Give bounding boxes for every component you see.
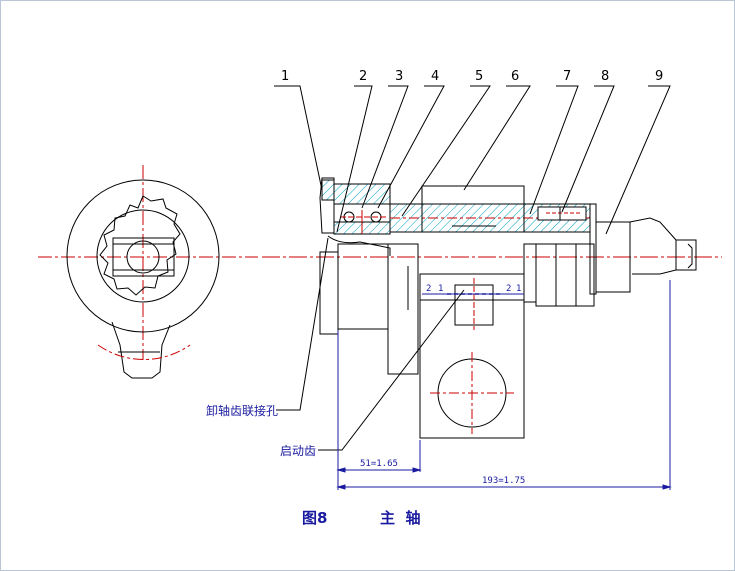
oil-passage xyxy=(327,235,391,256)
section-view xyxy=(262,177,722,439)
bearing-housing-hatch xyxy=(333,183,391,205)
leader-3 xyxy=(361,85,409,209)
leader-4 xyxy=(377,85,445,209)
dimensions xyxy=(336,280,672,490)
lower-web xyxy=(387,243,419,375)
dim-arrow-long-l xyxy=(336,484,346,490)
fit-mark-1: 2 xyxy=(426,284,431,294)
fit-marks: 2 1 2 1 xyxy=(422,284,524,295)
leader-5 xyxy=(401,85,491,217)
gear-teeth xyxy=(99,195,181,296)
part-label-8: 8 xyxy=(601,69,609,84)
bottom-lug xyxy=(111,321,171,379)
part-label-5: 5 xyxy=(475,69,483,84)
dim-arrow-short-l xyxy=(336,467,346,473)
spline-bush xyxy=(454,284,494,326)
figure-title: 主 轴 xyxy=(380,509,420,527)
leader-hole xyxy=(276,237,329,411)
dimension-long: 193=1.75 xyxy=(482,476,525,486)
outer-disk xyxy=(66,179,220,333)
leader-8 xyxy=(561,85,615,213)
part9-end xyxy=(629,217,677,275)
part-labels: 1 2 3 4 5 6 7 8 9 xyxy=(281,69,663,84)
part9-tip xyxy=(675,239,697,271)
collar-1 xyxy=(523,243,537,303)
lower-block xyxy=(419,273,525,439)
annotation-hole: 卸轴齿联接孔 xyxy=(206,403,278,418)
inner-ring xyxy=(96,209,190,303)
dimension-short: 51=1.65 xyxy=(360,459,398,469)
part6-block xyxy=(421,185,525,233)
fit-mark-2: 1 xyxy=(438,284,443,294)
part-label-7: 7 xyxy=(563,69,571,84)
part-label-3: 3 xyxy=(395,69,403,84)
shaft-circle xyxy=(126,240,160,274)
leader-9 xyxy=(605,85,671,235)
part9-chamfer xyxy=(687,243,693,269)
part1-hatch xyxy=(321,179,335,201)
part9-hub xyxy=(595,221,631,293)
annotation-gear: 启动齿 xyxy=(280,444,316,458)
collar-3 xyxy=(589,203,597,295)
part-label-2: 2 xyxy=(359,69,367,84)
part-label-6: 6 xyxy=(511,69,519,84)
leader-6 xyxy=(463,85,531,191)
leader-7 xyxy=(529,85,579,215)
dim-arrow-long-r xyxy=(662,484,672,490)
leader-gear xyxy=(318,289,465,451)
end-view xyxy=(38,165,258,379)
leader-1 xyxy=(274,85,323,191)
part-label-4: 4 xyxy=(431,69,439,84)
figure-number: 图8 xyxy=(302,509,327,527)
part-leaders xyxy=(274,85,671,451)
part-label-1: 1 xyxy=(281,69,289,84)
fit-mark-4: 1 xyxy=(516,284,521,294)
fit-mark-3: 2 xyxy=(506,284,511,294)
dim-arrow-short-r xyxy=(412,467,422,473)
leader-2 xyxy=(336,85,373,233)
left-flange-lower xyxy=(319,251,339,335)
part1-cap xyxy=(319,177,335,234)
collar-2 xyxy=(535,243,595,307)
square-bore xyxy=(112,237,175,277)
part-label-9: 9 xyxy=(655,69,663,84)
